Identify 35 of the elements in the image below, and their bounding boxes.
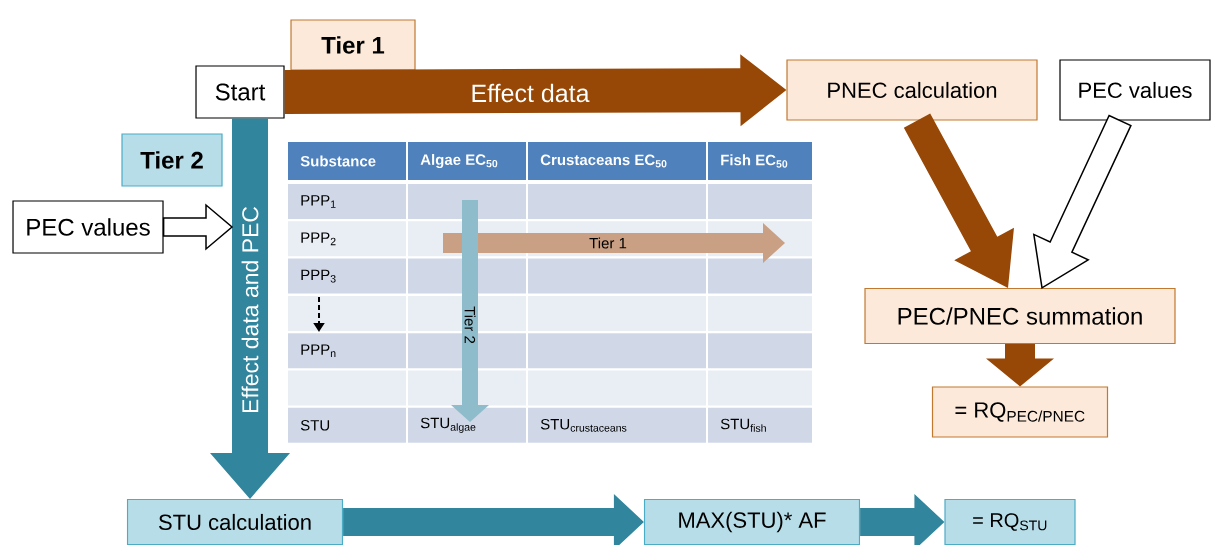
- header-text: Fish EC$_{50}$: [721, 154, 788, 168]
- block-arrow: [210, 118, 290, 499]
- arrow-label: Tier 2: [464, 306, 476, 344]
- block-arrow: [986, 344, 1054, 387]
- block-arrow: [860, 494, 945, 545]
- tier-label-box: Tier 2: [121, 133, 223, 187]
- cell-text: PPP$_{3}$: [301, 269, 336, 283]
- cell-text: PPP$_{2}$: [301, 232, 336, 246]
- cell-text: STU: [300, 420, 330, 431]
- header-text: Algae EC$_{50}$: [420, 153, 498, 168]
- header-text: Substance: [300, 155, 376, 167]
- cell-text: $\text{STU}_{\text{algae}}$: [420, 417, 476, 433]
- input-box: PEC values: [12, 200, 164, 254]
- process-box: STU calculation: [126, 498, 344, 545]
- block-arrow: [284, 54, 787, 127]
- process-box: PEC/PNEC summation: [864, 287, 1176, 345]
- edge-label: Effect data: [472, 83, 590, 103]
- header-text: Crustaceans EC$_{50}$: [540, 154, 667, 168]
- block-arrow: [1032, 114, 1132, 290]
- result-box: = RQ$_{PEC/PNEC}$: [931, 386, 1109, 438]
- block-arrow: [903, 113, 1014, 288]
- process-box: PNEC calculation: [786, 59, 1038, 121]
- process-box: MAX(STU)* AF: [643, 498, 861, 545]
- input-box: PEC values: [1059, 59, 1211, 121]
- cell-text: PPP$_{1}$: [301, 195, 336, 208]
- cell-text: $\text{STU}_{\text{crustaceans}}$: [540, 418, 627, 432]
- edge-label: Effect data and PEC: [241, 206, 259, 413]
- cell-text: PPP$_{n}$: [301, 344, 336, 357]
- arrow-label: Tier 1: [589, 237, 627, 249]
- cell-text: $\text{STU}_{\text{fish}}$: [720, 418, 766, 432]
- start-box: Start: [195, 65, 285, 119]
- block-arrow: [162, 203, 234, 251]
- block-arrow: [343, 494, 644, 545]
- tier-label-box: Tier 1: [290, 19, 416, 71]
- result-box: = RQ$_{STU}$: [944, 498, 1076, 545]
